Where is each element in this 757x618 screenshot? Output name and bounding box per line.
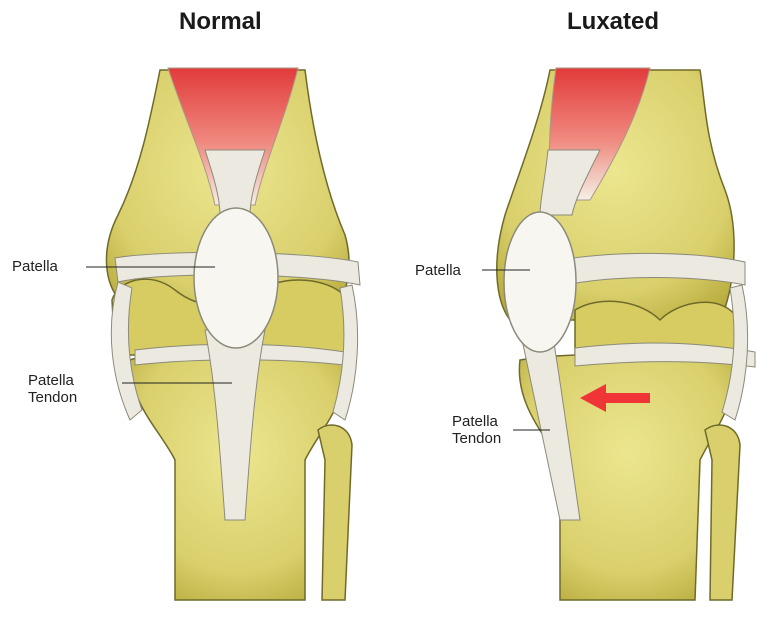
normal-fibula xyxy=(318,425,352,600)
normal-tendon-label: Patella Tendon xyxy=(28,372,77,406)
luxated-tendon-label-line2: Tendon xyxy=(452,430,501,447)
normal-tendon-label-line2: Tendon xyxy=(28,389,77,406)
normal-tendon-label-line1: Patella xyxy=(28,372,77,389)
luxated-patella-label-text: Patella xyxy=(415,262,461,279)
luxated-patella-label: Patella xyxy=(415,262,461,279)
normal-patella xyxy=(194,208,278,348)
luxated-patella xyxy=(504,212,576,352)
luxated-tendon-label: Patella Tendon xyxy=(452,413,501,447)
normal-patella-label-text: Patella xyxy=(12,258,58,275)
luxated-tendon-label-line1: Patella xyxy=(452,413,501,430)
normal-patella-label: Patella xyxy=(12,258,58,275)
luxated-knee xyxy=(482,68,755,600)
luxated-fibula xyxy=(705,425,740,600)
normal-knee xyxy=(86,68,360,600)
